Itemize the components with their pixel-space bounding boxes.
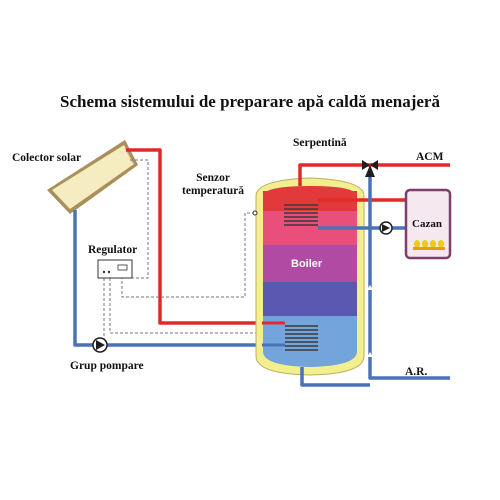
- sensor-label-line1: Senzor: [196, 172, 230, 184]
- three-way-valve-icon: [362, 160, 378, 177]
- regulator-icon: [97, 259, 133, 279]
- cazan-label: Cazan: [412, 218, 442, 230]
- pump-group-label: Grup pompare: [70, 360, 144, 372]
- control-wires: [103, 159, 262, 345]
- serpentine-label: Serpentină: [293, 137, 347, 149]
- check-valve-marks: [367, 285, 373, 357]
- sensor-label-line2: temperatură: [182, 185, 244, 197]
- pump-icon: [379, 221, 393, 235]
- acm-label: ACM: [416, 151, 444, 163]
- boiler-label: Boiler: [291, 258, 323, 270]
- collector-label: Colector solar: [12, 152, 82, 164]
- lower-coil: [285, 325, 318, 351]
- solar-cold-pipe: [73, 210, 262, 347]
- cold-water-label: A.R.: [405, 366, 428, 378]
- upper-coil: [284, 204, 318, 226]
- temperature-sensor: [252, 210, 258, 216]
- flame-icon: [413, 240, 445, 250]
- regulator-label: Regulator: [88, 244, 138, 256]
- cazan-unit: [404, 188, 452, 260]
- tank-layer-lower: [263, 282, 357, 316]
- boiler-tank: [255, 177, 365, 376]
- pump-icon: [92, 337, 108, 353]
- acm-hot-pipe: [298, 163, 450, 186]
- diagram-title: Schema sistemului de preparare apă caldă…: [60, 92, 440, 111]
- solar-hot-pipe: [126, 148, 262, 325]
- tank-layer-middle: [263, 245, 357, 282]
- sensor-label: Senzor temperatură: [179, 172, 247, 198]
